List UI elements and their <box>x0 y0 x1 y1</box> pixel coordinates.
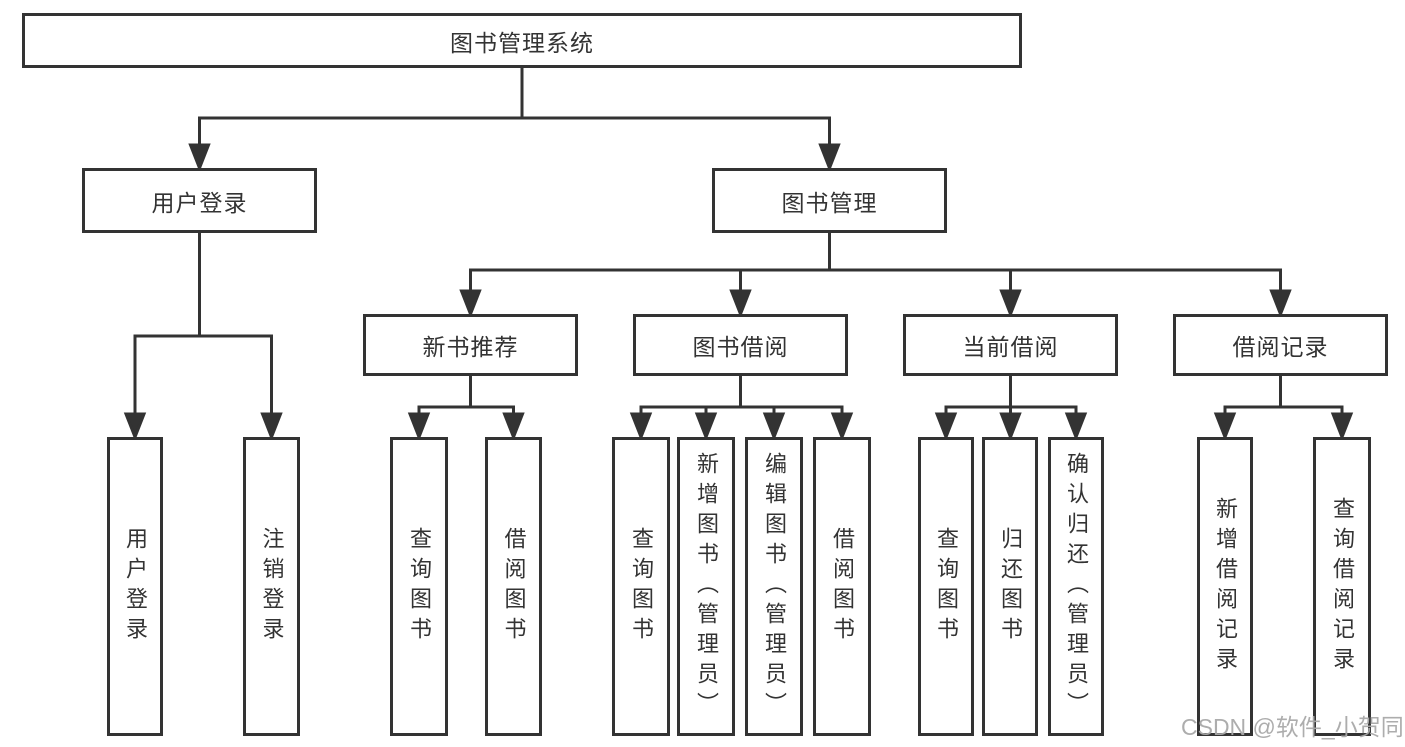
leaf-records-query-record: 查询借阅记录 <box>1313 437 1371 736</box>
leaf-user-login: 用户登录 <box>107 437 163 736</box>
connector-book-borrowing-to-leaves <box>629 376 854 442</box>
leaf-borrowmgmt-add-books-admin: 新增图书（管理员） <box>677 437 735 736</box>
node-book-borrowing: 图书借阅 <box>633 314 848 376</box>
leaf-borrowmgmt-borrow-books: 借阅图书 <box>813 437 871 736</box>
connector-new-book-to-leaves <box>407 376 525 442</box>
node-borrowing-records: 借阅记录 <box>1173 314 1388 376</box>
node-current-borrowing: 当前借阅 <box>903 314 1118 376</box>
leaf-borrowmgmt-edit-books-admin: 编辑图书（管理员） <box>745 437 803 736</box>
connector-current-borrowing-to-leaves <box>934 376 1088 442</box>
leaf-current-return-books: 归还图书 <box>982 437 1038 736</box>
node-new-book-recommendation: 新书推荐 <box>363 314 578 376</box>
leaf-current-query-books: 查询图书 <box>918 437 974 736</box>
node-library-management-system: 图书管理系统 <box>22 13 1022 68</box>
leaf-borrowmgmt-query-books: 查询图书 <box>612 437 670 736</box>
leaf-newbook-query-books: 查询图书 <box>390 437 448 736</box>
connector-borrowing-records-to-leaves <box>1213 376 1354 442</box>
leaf-newbook-borrow-books: 借阅图书 <box>485 437 542 736</box>
connector-root-to-level2 <box>188 68 841 173</box>
connector-book-management-to-level3 <box>459 233 1292 319</box>
node-book-management: 图书管理 <box>712 168 947 233</box>
csdn-watermark: CSDN @软件_小贺同学 <box>1181 714 1405 740</box>
leaf-current-confirm-return-admin: 确认归还（管理员） <box>1048 437 1104 736</box>
connector-user-login-to-leaves <box>123 233 283 442</box>
leaf-records-add-record: 新增借阅记录 <box>1197 437 1253 736</box>
node-user-login: 用户登录 <box>82 168 317 233</box>
leaf-logout: 注销登录 <box>243 437 300 736</box>
